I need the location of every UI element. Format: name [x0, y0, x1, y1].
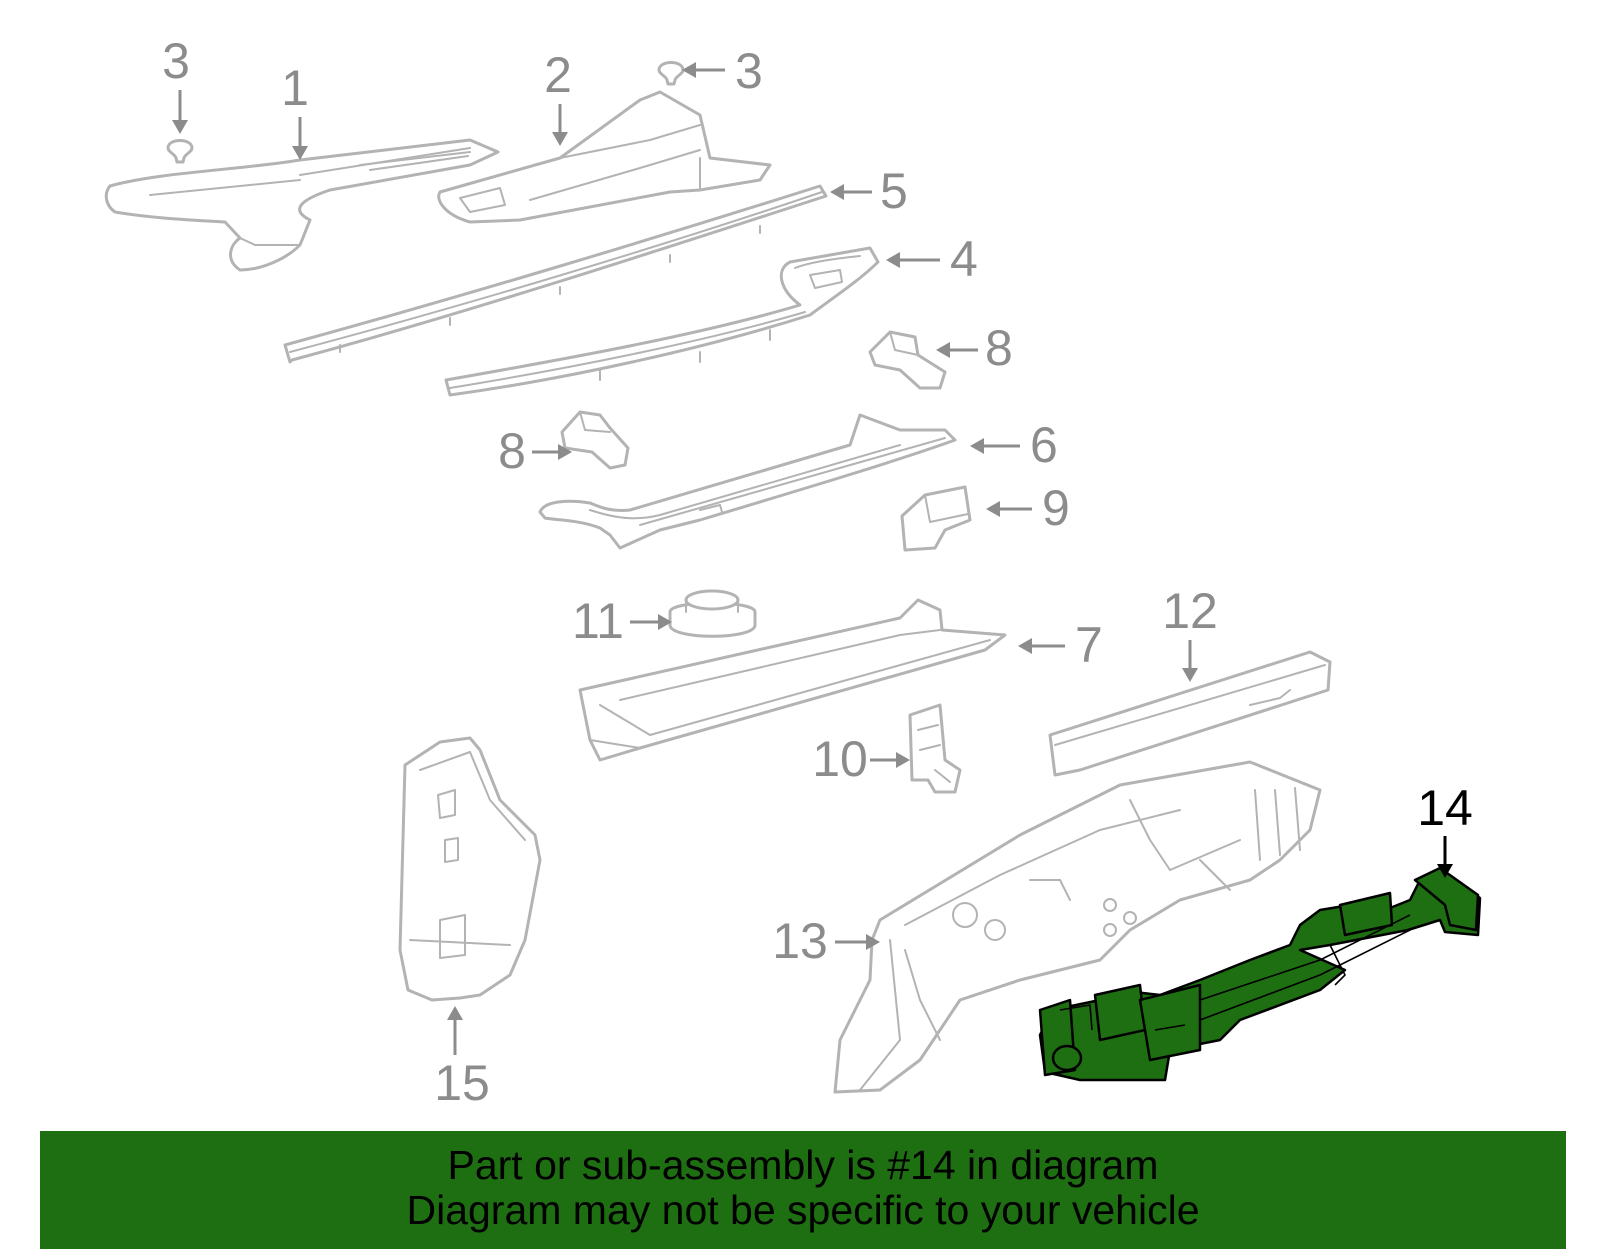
callout-14-highlighted: 14	[1417, 780, 1473, 878]
callout-12: 12	[1162, 583, 1218, 682]
banner-line-1: Part or sub-assembly is #14 in diagram	[447, 1142, 1159, 1188]
svg-text:6: 6	[1030, 417, 1058, 473]
svg-text:14: 14	[1417, 780, 1473, 836]
svg-text:1: 1	[281, 60, 309, 116]
part-6-cowl-reinforcement	[538, 413, 957, 550]
svg-text:5: 5	[880, 163, 908, 219]
callout-10: 10	[812, 731, 910, 787]
part-12-rail	[1048, 650, 1332, 777]
callout-8-upper: 8	[936, 320, 1013, 376]
part-15-side-panel	[398, 736, 542, 1002]
svg-text:11: 11	[572, 593, 624, 649]
svg-text:2: 2	[544, 47, 572, 103]
callout-3-left: 3	[162, 33, 190, 134]
svg-text:3: 3	[162, 33, 190, 89]
svg-text:13: 13	[772, 913, 828, 969]
part-9-bracket	[900, 485, 972, 552]
callout-2: 2	[544, 47, 572, 146]
part-4-curved-panel	[444, 246, 880, 397]
callout-11: 11	[572, 593, 672, 649]
callout-6: 6	[970, 417, 1058, 473]
part-2-cowl-panel-right	[437, 90, 772, 224]
svg-text:9: 9	[1042, 480, 1070, 536]
svg-text:7: 7	[1075, 617, 1103, 673]
banner-line-2: Diagram may not be specific to your vehi…	[406, 1187, 1200, 1233]
callout-13: 13	[772, 913, 880, 969]
part-13-inner-panel	[833, 760, 1322, 1094]
part-8-bracket-upper	[868, 330, 947, 390]
svg-text:10: 10	[812, 731, 868, 787]
svg-text:15: 15	[434, 1055, 490, 1111]
svg-text:8: 8	[985, 320, 1013, 376]
part-11-mount	[668, 589, 757, 638]
svg-text:3: 3	[735, 43, 763, 99]
part-3-clip-left	[166, 139, 194, 164]
part-1-cowl-panel-left	[104, 138, 500, 272]
svg-text:12: 12	[1162, 583, 1218, 639]
part-14-crossmember-highlighted	[1038, 866, 1482, 1082]
callout-7: 7	[1018, 617, 1103, 673]
callout-15: 15	[434, 1006, 490, 1111]
callout-1: 1	[281, 60, 309, 160]
callout-8-lower: 8	[498, 423, 572, 479]
part-5-weatherstrip	[283, 184, 828, 364]
part-7-rail	[578, 598, 1007, 762]
callout-5: 5	[830, 163, 908, 219]
info-banner: Part or sub-assembly is #14 in diagram D…	[40, 1131, 1566, 1249]
callout-9: 9	[986, 480, 1070, 536]
part-8-bracket-lower	[560, 410, 630, 470]
callout-3-right: 3	[682, 43, 763, 99]
svg-text:8: 8	[498, 423, 526, 479]
part-3-clip-right	[657, 61, 685, 86]
svg-text:4: 4	[950, 231, 978, 287]
part-10-bracket	[908, 703, 962, 794]
callout-4: 4	[886, 231, 978, 287]
